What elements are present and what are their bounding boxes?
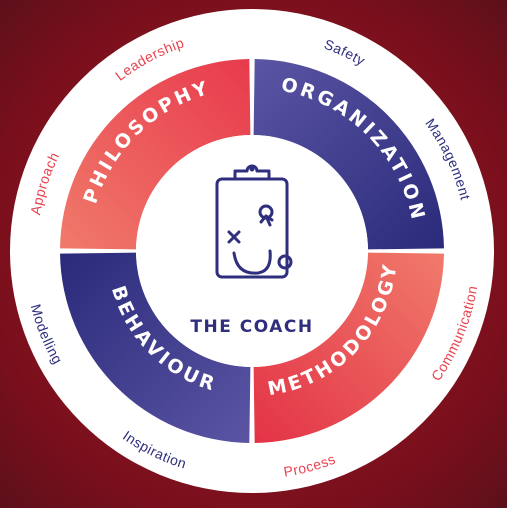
band-behaviour <box>60 252 251 443</box>
center-disc <box>136 135 368 367</box>
band-methodology <box>253 252 444 443</box>
clipboard-tactics-icon <box>215 164 293 279</box>
band-philosophy <box>60 59 251 250</box>
band-organization <box>253 59 444 250</box>
quadrant-bands <box>60 59 444 443</box>
center-title: THE COACH <box>190 317 313 337</box>
